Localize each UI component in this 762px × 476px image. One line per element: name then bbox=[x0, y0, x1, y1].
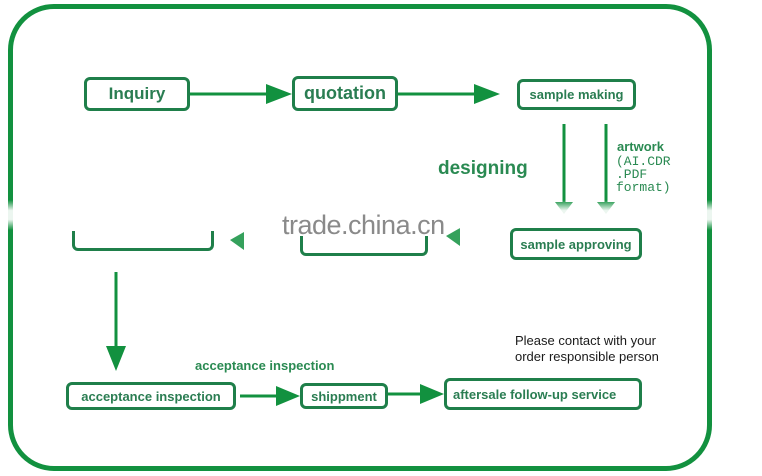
step-sample-making: sample making bbox=[517, 79, 636, 110]
step-quotation: quotation bbox=[292, 76, 398, 111]
blur-band bbox=[0, 200, 762, 230]
step-obscured-middle bbox=[300, 236, 428, 256]
step-acceptance-inspection: acceptance inspection bbox=[66, 382, 236, 410]
step-acceptance-inspection-label: acceptance inspection bbox=[81, 388, 221, 404]
acceptance-inspection-caption: acceptance inspection bbox=[195, 358, 335, 373]
arrow-right-icon bbox=[398, 84, 500, 104]
arrow-left-icon bbox=[230, 232, 244, 250]
contact-note-line1: Please contact with your bbox=[515, 333, 656, 348]
arrow-right-icon bbox=[190, 84, 292, 104]
outer-frame bbox=[8, 4, 712, 471]
artwork-label: artwork bbox=[617, 139, 664, 154]
step-shippment: shippment bbox=[300, 383, 388, 409]
step-aftersale-label: aftersale follow-up service bbox=[453, 386, 617, 402]
step-shippment-label: shippment bbox=[311, 388, 377, 404]
artwork-formats: (AI.CDR .PDF format) bbox=[616, 154, 671, 195]
step-aftersale: aftersale follow-up service bbox=[444, 378, 642, 410]
step-obscured-left bbox=[72, 231, 214, 251]
step-inquiry-label: Inquiry bbox=[108, 84, 166, 103]
step-sample-making-label: sample making bbox=[529, 87, 624, 102]
arrow-right-icon bbox=[240, 386, 300, 406]
arrow-right-icon bbox=[388, 384, 444, 404]
contact-note-line2: order responsible person bbox=[515, 349, 659, 364]
arrow-down-icon bbox=[106, 272, 126, 371]
step-sample-approving: sample approving bbox=[510, 228, 642, 260]
watermark: trade.china.cn bbox=[282, 210, 445, 240]
arrow-left-icon bbox=[446, 228, 460, 246]
designing-label: designing bbox=[438, 158, 528, 179]
step-inquiry: Inquiry bbox=[84, 77, 190, 111]
step-quotation-label: quotation bbox=[304, 83, 386, 103]
step-sample-approving-label: sample approving bbox=[520, 236, 632, 252]
